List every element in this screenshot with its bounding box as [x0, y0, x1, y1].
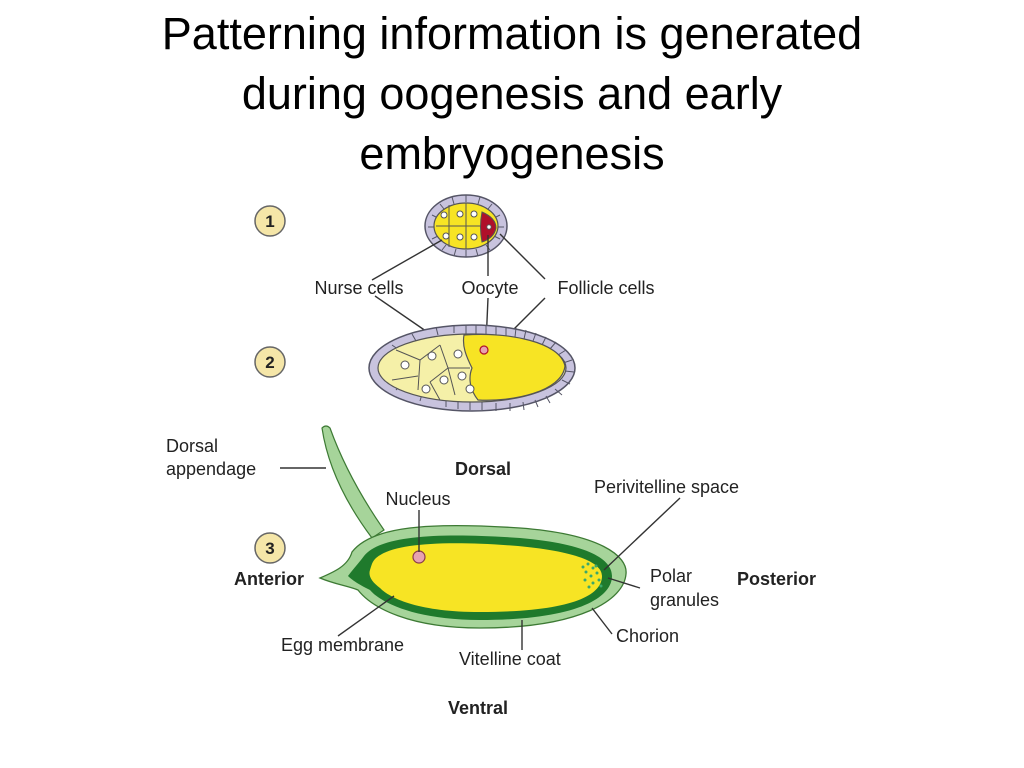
label-anterior: Anterior — [234, 569, 304, 589]
stage-1-egg-chamber — [424, 194, 508, 258]
label-posterior: Posterior — [737, 569, 816, 589]
label-vitelline-coat: Vitelline coat — [459, 649, 561, 669]
label-nurse-cells: Nurse cells — [314, 278, 403, 298]
stage-badge-3: 3 — [254, 532, 286, 564]
label-nucleus: Nucleus — [385, 489, 450, 509]
label-perivitelline-space: Perivitelline space — [594, 477, 739, 497]
label-polar-granules-line1: Polar — [650, 566, 692, 586]
svg-text:3: 3 — [265, 539, 274, 558]
stage-2-egg-chamber — [368, 324, 576, 412]
stage-3-leaders — [280, 467, 681, 650]
stage-badge-2: 2 — [254, 346, 286, 378]
title-line-2: during oogenesis and early — [241, 68, 783, 119]
stage-badge-1: 1 — [254, 205, 286, 237]
stage-3-egg — [318, 425, 627, 629]
label-follicle-cells: Follicle cells — [557, 278, 654, 298]
title-line-1: Patterning information is generated — [161, 8, 863, 59]
label-dorsal: Dorsal — [455, 459, 511, 479]
label-ventral: Ventral — [448, 698, 508, 718]
title-line-3: embryogenesis — [359, 128, 665, 179]
label-egg-membrane: Egg membrane — [281, 635, 404, 655]
label-oocyte: Oocyte — [461, 278, 518, 298]
label-dorsal-appendage-line1: Dorsal — [166, 436, 218, 456]
slide-title: Patterning information is generated duri… — [0, 4, 1024, 184]
label-dorsal-appendage-line2: appendage — [166, 459, 256, 479]
svg-text:1: 1 — [265, 212, 274, 231]
svg-text:2: 2 — [265, 353, 274, 372]
label-chorion: Chorion — [616, 626, 679, 646]
label-polar-granules-line2: granules — [650, 590, 719, 610]
